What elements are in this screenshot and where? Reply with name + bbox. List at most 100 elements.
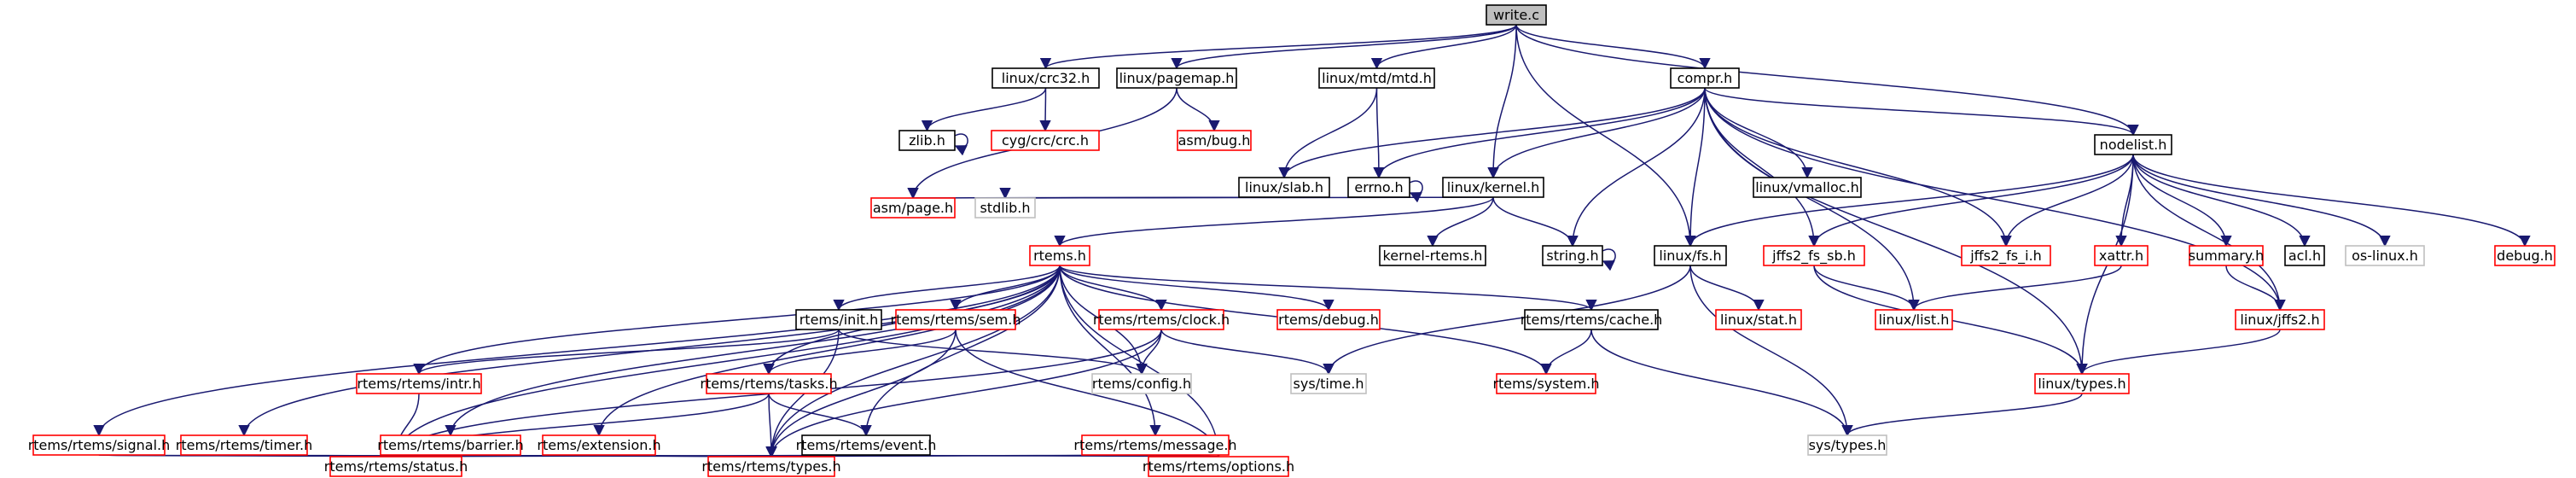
edge-write_c-to-linux_mtd_mtd_h — [1370, 24, 1517, 70]
edge-xattr_h-to-linux_list_h — [1908, 265, 2122, 312]
node-rtems-h[interactable]: rtems.h — [1029, 245, 1090, 266]
node-kernel-rtems-h[interactable]: kernel-rtems.h — [1379, 245, 1486, 266]
svg-text:summary.h: summary.h — [2189, 248, 2264, 264]
node-cyg-crc-crc-h[interactable]: cyg/crc/crc.h — [991, 130, 1100, 151]
node-rtems-rtems-event-h[interactable]: rtems/rtems/event.h — [796, 434, 937, 456]
svg-text:linux/stat.h: linux/stat.h — [1720, 312, 1797, 328]
svg-text:rtems/rtems/barrier.h: rtems/rtems/barrier.h — [377, 437, 523, 453]
node-linux-slab-h[interactable]: linux/slab.h — [1238, 177, 1330, 198]
node-rtems-extension-h[interactable]: rtems/extension.h — [537, 434, 661, 456]
node-asm-page-h[interactable]: asm/page.h — [870, 197, 956, 219]
node-linux-vmalloc-h[interactable]: linux/vmalloc.h — [1753, 177, 1862, 198]
node-jffs2-fs-sb-h[interactable]: jffs2_fs_sb.h — [1763, 245, 1865, 266]
node-rtems-rtems-status-h[interactable]: rtems/rtems/status.h — [324, 456, 468, 477]
node-nodelist-h[interactable]: nodelist.h — [2094, 134, 2172, 155]
edge-compr_h-to-linux_types_h — [1704, 87, 2088, 376]
edge-nodelist_h-to-linux_jffs2_h — [2132, 154, 2286, 312]
edge-nodelist_h-to-os_linux_h — [2132, 154, 2391, 248]
edge-rtems_h-to-rtems_rtems_message_h — [1059, 265, 1161, 437]
node-linux-mtd-mtd-h[interactable]: linux/mtd/mtd.h — [1318, 67, 1435, 89]
node-rtems-rtems-timer-h[interactable]: rtems/rtems/timer.h — [176, 434, 313, 456]
edge-linux_jffs2_h-to-linux_types_h — [2076, 329, 2281, 376]
edge-rtems_h-to-rtems_rtems_types_h — [765, 265, 1061, 458]
node-linux-types-h[interactable]: linux/types.h — [2034, 373, 2130, 394]
edge-nodelist_h-to-jffs2_fs_sb_h — [1808, 154, 2134, 248]
edge-nodelist_h-to-acl_h — [2132, 154, 2311, 248]
svg-text:write.c: write.c — [1493, 7, 1539, 23]
node-jffs2-fs-i-h[interactable]: jffs2_fs_i.h — [1961, 245, 2051, 266]
edge-rtems_rtems_sem_h-to-rtems_rtems_options_h — [955, 329, 1224, 458]
node-rtems-rtems-signal-h[interactable]: rtems/rtems/signal.h — [28, 434, 171, 456]
node-summary-h[interactable]: summary.h — [2189, 245, 2264, 266]
svg-text:stdlib.h: stdlib.h — [980, 200, 1030, 216]
edge-linux_crc32_h-to-cyg_crc_crc_h — [1039, 87, 1051, 132]
node-acl-h[interactable]: acl.h — [2284, 245, 2325, 266]
node-rtems-system-h[interactable]: rtems/system.h — [1492, 373, 1600, 394]
node-linux-stat-h[interactable]: linux/stat.h — [1715, 309, 1802, 330]
node-rtems-debug-h[interactable]: rtems/debug.h — [1276, 309, 1381, 330]
svg-text:rtems/rtems/message.h: rtems/rtems/message.h — [1073, 437, 1236, 453]
node-rtems-rtems-clock-h[interactable]: rtems/rtems/clock.h — [1093, 309, 1230, 330]
svg-text:acl.h: acl.h — [2288, 248, 2321, 264]
node-rtems-rtems-types-h[interactable]: rtems/rtems/types.h — [701, 456, 841, 477]
svg-text:zlib.h: zlib.h — [909, 132, 945, 149]
edge-nodelist_h-to-linux_fs_h — [1684, 154, 2134, 248]
edge-compr_h-to-linux_slab_h — [1278, 87, 1706, 179]
edge-compr_h-to-errno_h — [1373, 87, 1706, 179]
edge-linux_fs_h-to-sys_time_h — [1323, 265, 1691, 376]
edge-compr_h-to-nodelist_h — [1704, 87, 2139, 137]
node-rtems-rtems-intr-h[interactable]: rtems/rtems/intr.h — [356, 373, 482, 394]
edge-nodelist_h-to-jffs2_fs_i_h — [2000, 154, 2134, 248]
svg-text:kernel-rtems.h: kernel-rtems.h — [1383, 248, 1483, 264]
svg-text:string.h: string.h — [1546, 248, 1598, 264]
edge-linux_mtd_mtd_h-to-linux_slab_h — [1278, 87, 1378, 179]
node-rtems-init-h[interactable]: rtems/init.h — [795, 309, 882, 330]
node-rtems-rtems-barrier-h[interactable]: rtems/rtems/barrier.h — [377, 434, 524, 456]
svg-text:rtems/rtems/options.h: rtems/rtems/options.h — [1143, 458, 1294, 475]
node-errno-h[interactable]: errno.h — [1347, 177, 1410, 198]
svg-text:sys/types.h: sys/types.h — [1809, 437, 1887, 453]
node-asm-bug-h[interactable]: asm/bug.h — [1177, 130, 1252, 151]
edge-compr_h-to-linux_jffs2_h — [1704, 87, 2286, 312]
node-linux-list-h[interactable]: linux/list.h — [1875, 309, 1953, 330]
edge-rtems_h-to-rtems_rtems_event_h — [860, 265, 1061, 437]
svg-text:rtems/rtems/cache.h: rtems/rtems/cache.h — [1521, 312, 1663, 328]
node-zlib-h[interactable]: zlib.h — [898, 130, 956, 151]
node-linux-pagemap-h[interactable]: linux/pagemap.h — [1116, 67, 1237, 89]
edge-write_c-to-compr_h — [1515, 24, 1711, 70]
edge-linux_mtd_mtd_h-to-errno_h — [1373, 87, 1385, 179]
edge-write_c-to-linux_kernel_h — [1487, 24, 1517, 179]
edge-compr_h-to-string_h — [1567, 87, 1706, 248]
node-linux-kernel-h[interactable]: linux/kernel.h — [1442, 177, 1544, 198]
edge-rtems_rtems_cache_h-to-rtems_system_h — [1540, 329, 1592, 376]
node-string-h[interactable]: string.h — [1542, 245, 1603, 266]
edge-linux_kernel_h-to-string_h — [1492, 196, 1579, 248]
svg-text:jffs2_fs_sb.h: jffs2_fs_sb.h — [1771, 248, 1856, 265]
svg-text:rtems/rtems/event.h: rtems/rtems/event.h — [796, 437, 937, 453]
edge-rtems_rtems_cache_h-to-sys_types_h — [1590, 329, 1853, 437]
svg-text:linux/mtd/mtd.h: linux/mtd/mtd.h — [1322, 70, 1432, 86]
node-rtems-rtems-tasks-h[interactable]: rtems/rtems/tasks.h — [700, 373, 838, 394]
edge-linux_kernel_h-to-kernel_rtems_h — [1427, 196, 1494, 248]
edge-summary_h-to-linux_jffs2_h — [2225, 265, 2286, 312]
edge-rtems_h-to-rtems_rtems_intr_h — [413, 265, 1061, 376]
edge-linux_fs_h-to-sys_types_h — [1689, 265, 1853, 437]
edge-write_c-to-linux_crc32_h — [1040, 24, 1517, 70]
node-rtems-rtems-sem-h[interactable]: rtems/rtems/sem.h — [890, 309, 1021, 330]
node-linux-crc32-h[interactable]: linux/crc32.h — [991, 67, 1100, 89]
node-linux-jffs2-h[interactable]: linux/jffs2.h — [2235, 309, 2325, 330]
node-compr-h[interactable]: compr.h — [1670, 67, 1740, 89]
node-xattr-h[interactable]: xattr.h — [2094, 245, 2149, 266]
edge-zlib_h-to-zlib_h — [954, 133, 968, 156]
edge-rtems_init_h-to-rtems_config_h — [838, 329, 1148, 376]
edge-rtems_rtems_clock_h-to-rtems_rtems_types_h — [765, 329, 1162, 458]
edge-rtems_h-to-rtems_init_h — [833, 265, 1061, 312]
node-debug-h[interactable]: debug.h — [2494, 245, 2556, 266]
edge-compr_h-to-jffs2_fs_sb_h — [1704, 87, 1820, 248]
node-rtems-rtems-cache-h[interactable]: rtems/rtems/cache.h — [1521, 309, 1663, 330]
node-linux-fs-h[interactable]: linux/fs.h — [1654, 245, 1727, 266]
node-rtems-rtems-message-h[interactable]: rtems/rtems/message.h — [1073, 434, 1237, 456]
svg-text:rtems/rtems/timer.h: rtems/rtems/timer.h — [176, 437, 313, 453]
svg-text:xattr.h: xattr.h — [2099, 248, 2143, 264]
node-rtems-rtems-options-h[interactable]: rtems/rtems/options.h — [1143, 456, 1294, 477]
